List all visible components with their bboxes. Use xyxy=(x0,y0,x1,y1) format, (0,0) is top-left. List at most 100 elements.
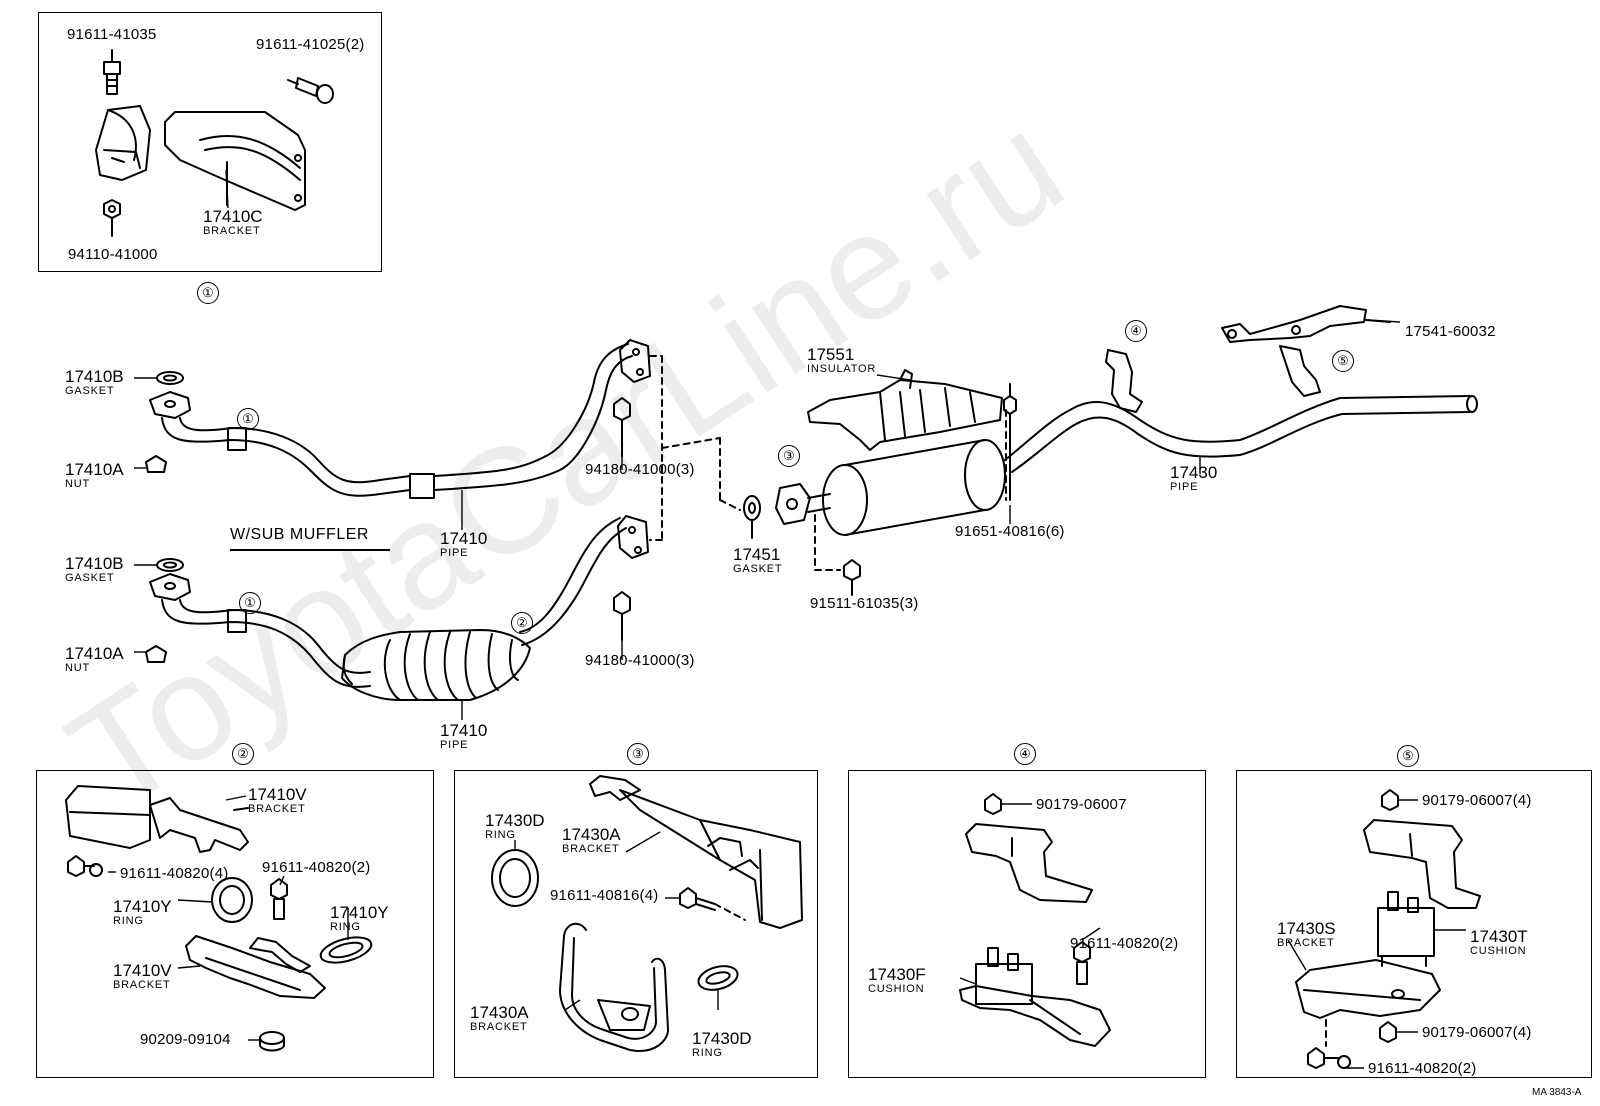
leader-lines xyxy=(108,50,1466,1069)
callout-5-main: ⑤ xyxy=(1332,350,1354,372)
lower-gasket xyxy=(156,558,184,572)
callout-1-inset: ① xyxy=(197,282,219,304)
pipe-upper-name: PIPE xyxy=(440,547,469,559)
tail-pipe-name: PIPE xyxy=(1170,481,1199,493)
tail-pipe xyxy=(1004,395,1478,473)
inset5-bolt xyxy=(1307,1019,1351,1069)
inset3-ring-2 xyxy=(697,965,739,991)
nut-upper-number: 17410A xyxy=(65,460,124,479)
inset-4-frame xyxy=(848,770,1206,1078)
variant-label: W/SUB MUFFLER xyxy=(230,526,369,543)
callout-3-inset: ③ xyxy=(627,743,649,765)
catalytic-converter xyxy=(341,629,531,701)
inset3-bolt xyxy=(679,887,746,921)
tail-hanger-5 xyxy=(1279,345,1321,397)
callout-3-main: ③ xyxy=(778,445,800,467)
callout-5-inset: ⑤ xyxy=(1397,745,1419,767)
insulator-number: 17551 xyxy=(807,345,855,364)
tail-pipe-number: 17430 xyxy=(1170,463,1218,482)
inset1-bolt-a-label: 91611-41035 xyxy=(67,26,157,43)
inset3-ring-2-number: 17430D xyxy=(692,1029,752,1048)
inset2-bolt-4 xyxy=(67,855,103,877)
tail-hanger-4 xyxy=(1105,349,1143,413)
inset5-cushion xyxy=(1377,891,1435,967)
inset2-bracket-lower-name: BRACKET xyxy=(113,979,171,991)
inset5-cushion-name: CUSHION xyxy=(1470,945,1527,957)
inset2-bolt-2 xyxy=(270,878,288,920)
pipe-upper-number: 17410 xyxy=(440,529,488,548)
inset2-bracket-lower xyxy=(185,935,326,999)
inset2-ring-2-name: RING xyxy=(330,921,361,933)
inset2-bolt-4-label: 91611-40820(4) xyxy=(120,865,229,882)
upper-gasket xyxy=(156,371,184,385)
inset-2-frame xyxy=(36,770,434,1078)
inset4-nut xyxy=(984,793,1002,815)
inset2-washer xyxy=(259,1031,285,1052)
inset2-washer-label: 90209-09104 xyxy=(140,1031,231,1048)
insulator xyxy=(807,369,1003,451)
inset5-cushion-number: 17430T xyxy=(1470,927,1528,946)
inset2-bracket-upper-number: 17410V xyxy=(248,785,307,804)
inset5-nut-top xyxy=(1381,789,1399,811)
lower-nut xyxy=(145,645,167,663)
center-muffler xyxy=(775,439,1006,536)
inset5-bolt-label: 91611-40820(2) xyxy=(1368,1060,1477,1077)
inset2-ring-number: 17410Y xyxy=(113,897,172,916)
inset1-bracket-name: BRACKET xyxy=(203,225,261,237)
inset4-bolt xyxy=(1073,941,1091,985)
inset5-bracket-number: 17430S xyxy=(1277,919,1336,938)
inset4-cushion-number: 17430F xyxy=(868,965,926,984)
reference-lines xyxy=(649,355,1007,571)
insulator-name: INSULATOR xyxy=(807,363,877,375)
callout-1-lower: ① xyxy=(239,592,261,614)
inset4-cushion-name: CUSHION xyxy=(868,983,925,995)
inset5-nut-top-label: 90179-06007(4) xyxy=(1422,792,1532,809)
inset1-bracket xyxy=(164,111,306,211)
inset5-bracket-top xyxy=(1363,819,1481,909)
inset-3-frame xyxy=(454,770,818,1078)
inset5-nut-bottom-label: 90179-06007(4) xyxy=(1422,1024,1532,1041)
center-gasket-number: 17451 xyxy=(733,545,781,564)
gasket-upper-name: GASKET xyxy=(65,385,115,397)
center-gasket xyxy=(743,495,761,539)
inset5-bracket-name: BRACKET xyxy=(1277,937,1335,949)
callout-4-inset: ④ xyxy=(1014,743,1036,765)
nut-lower-name: NUT xyxy=(65,662,91,674)
inset5-nut-bottom xyxy=(1379,1021,1397,1043)
inset2-bolt-2-label: 91611-40820(2) xyxy=(262,859,371,876)
gasket-upper-number: 17410B xyxy=(65,367,124,386)
center-bolt xyxy=(843,559,861,596)
inset1-bolt-b xyxy=(287,77,334,104)
upper-front-pipe xyxy=(149,339,651,499)
reference-code: MA 3843-A xyxy=(1532,1087,1582,1098)
inset2-ring-2 xyxy=(319,936,373,964)
callout-2-inset: ② xyxy=(232,743,254,765)
nut-set-upper-label: 94180-41000(3) xyxy=(585,461,695,478)
inset3-bracket-upper-number: 17430A xyxy=(562,825,621,844)
inset3-bracket-lower xyxy=(559,922,669,1052)
callout-2-main: ② xyxy=(511,612,533,634)
nut-set-lower-label: 94180-41000(3) xyxy=(585,652,695,669)
inset2-ring-2-number: 17410Y xyxy=(330,903,389,922)
upper-nut-set xyxy=(613,397,631,457)
hanger-bracket xyxy=(1221,305,1391,343)
inset1-nut-label: 94110-41000 xyxy=(68,246,158,263)
inset4-nut-label: 90179-06007 xyxy=(1036,796,1127,813)
hanger-label: 17541-60032 xyxy=(1405,323,1496,340)
inset3-ring-2-name: RING xyxy=(692,1047,723,1059)
inset3-ring-number: 17430D xyxy=(485,811,545,830)
lower-front-pipe xyxy=(149,515,649,688)
inset4-bracket xyxy=(965,823,1093,903)
inset1-bolt-b-label: 91611-41025(2) xyxy=(256,36,365,53)
callout-4-main: ④ xyxy=(1125,320,1147,342)
inset3-ring-name: RING xyxy=(485,829,516,841)
inset3-bracket-upper-name: BRACKET xyxy=(562,843,620,855)
inset-1-frame xyxy=(38,12,382,272)
inset2-ring xyxy=(211,877,253,923)
inset3-bracket-lower-number: 17430A xyxy=(470,1003,529,1022)
inset4-bolt-label: 91611-40820(2) xyxy=(1070,935,1179,952)
lower-nut-set xyxy=(613,591,631,641)
inset1-bracket-number: 17410C xyxy=(203,207,263,226)
